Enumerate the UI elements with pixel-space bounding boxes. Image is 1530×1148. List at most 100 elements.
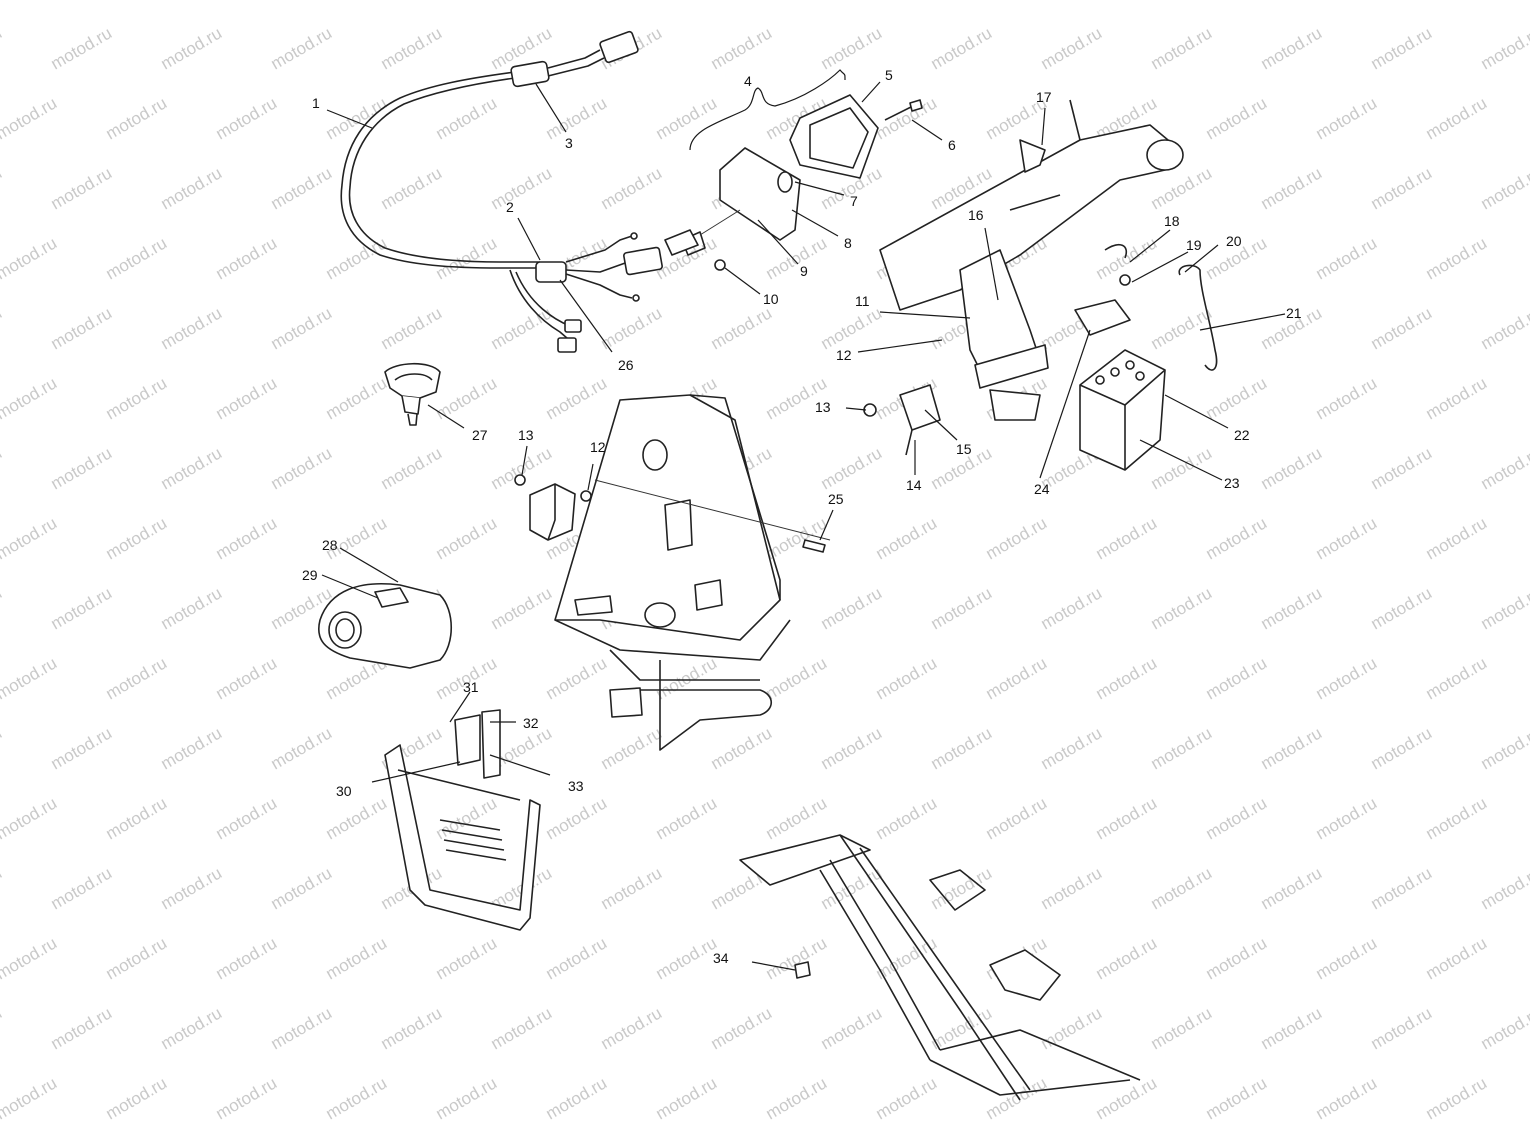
watermark-text: motod.ru: [873, 513, 941, 563]
watermark-text: motod.ru: [1203, 653, 1271, 703]
callout-9: 9: [800, 263, 808, 279]
watermark-text: motod.ru: [873, 0, 941, 3]
watermark-text: motod.ru: [1313, 1073, 1381, 1123]
callout-1: 1: [312, 95, 320, 111]
watermark-text: motod.ru: [543, 933, 611, 983]
watermark-text: motod.ru: [1368, 1003, 1436, 1053]
watermark-text: motod.ru: [1423, 793, 1491, 843]
watermark-text: motod.ru: [0, 23, 5, 73]
watermark-text: motod.ru: [1368, 863, 1436, 913]
watermark-text: motod.ru: [1478, 723, 1530, 773]
watermark-text: motod.ru: [48, 443, 116, 493]
watermark-text: motod.ru: [1203, 513, 1271, 563]
bracket-assembly: [384, 709, 541, 931]
watermark-text: motod.ru: [268, 23, 336, 73]
watermark-text: motod.ru: [1423, 513, 1491, 563]
watermark-text: motod.ru: [1313, 513, 1381, 563]
watermark-text: motod.ru: [158, 23, 226, 73]
watermark-text: motod.ru: [268, 1003, 336, 1053]
watermark-text: motod.ru: [1203, 0, 1271, 3]
watermark-text: motod.ru: [1478, 23, 1530, 73]
callout-19: 19: [1186, 237, 1202, 253]
watermark-text: motod.ru: [708, 23, 776, 73]
watermark-text: motod.ru: [708, 1143, 776, 1148]
battery: [1079, 349, 1166, 471]
watermark-text: motod.ru: [1313, 933, 1381, 983]
watermark-text: motod.ru: [1423, 373, 1491, 423]
watermark-text: motod.ru: [0, 723, 5, 773]
watermark-text: motod.ru: [983, 1073, 1051, 1123]
watermark-text: motod.ru: [48, 863, 116, 913]
watermark-text: motod.ru: [103, 0, 171, 3]
watermark-text: motod.ru: [158, 1003, 226, 1053]
starter-relay: [863, 384, 941, 456]
watermark-text: motod.ru: [818, 303, 886, 353]
watermark-text: motod.ru: [708, 1003, 776, 1053]
watermark-text: motod.ru: [983, 0, 1051, 3]
watermark-text: motod.ru: [488, 443, 556, 493]
watermark-text: motod.ru: [1093, 0, 1161, 3]
watermark-text: motod.ru: [488, 1143, 556, 1148]
callout-15: 15: [956, 441, 972, 457]
watermark-text: motod.ru: [928, 1143, 996, 1148]
watermark-text: motod.ru: [1368, 303, 1436, 353]
watermark-text: motod.ru: [488, 1003, 556, 1053]
watermark-text: motod.ru: [1313, 0, 1381, 3]
watermark-text: motod.ru: [1038, 23, 1106, 73]
watermark-text: motod.ru: [1203, 933, 1271, 983]
callout-11: 11: [855, 293, 870, 309]
watermark-text: motod.ru: [103, 93, 171, 143]
watermark-text: motod.ru: [378, 163, 446, 213]
watermark-text: motod.ru: [1038, 723, 1106, 773]
watermark-text: motod.ru: [213, 793, 281, 843]
watermark-text: motod.ru: [48, 23, 116, 73]
mounting-panel: [554, 394, 831, 751]
callout-34: 34: [713, 950, 729, 966]
watermark-text: motod.ru: [158, 163, 226, 213]
callout-13-right: 13: [815, 399, 831, 415]
watermark-text: motod.ru: [543, 1073, 611, 1123]
watermark-text: motod.ru: [1148, 1143, 1216, 1148]
watermark-text: motod.ru: [103, 233, 171, 283]
callout-8: 8: [844, 235, 852, 251]
watermark-text: motod.ru: [103, 1073, 171, 1123]
watermark-text: motod.ru: [1423, 933, 1491, 983]
watermark-text: motod.ru: [598, 863, 666, 913]
watermark-text: motod.ru: [433, 233, 501, 283]
watermark-text: motod.ru: [653, 1073, 721, 1123]
watermark-text: motod.ru: [818, 23, 886, 73]
callout-10: 10: [763, 291, 779, 307]
watermark-text: motod.ru: [1313, 373, 1381, 423]
watermark-text: motod.ru: [0, 233, 60, 283]
watermark-text: motod.ru: [378, 443, 446, 493]
watermark-text: motod.ru: [433, 933, 501, 983]
watermark-text: motod.ru: [323, 0, 391, 3]
watermark-text: motod.ru: [708, 723, 776, 773]
watermark-text: motod.ru: [818, 1003, 886, 1053]
callout-12-left: 12: [590, 439, 606, 455]
watermark-text: motod.ru: [983, 513, 1051, 563]
watermark-text: motod.ru: [763, 653, 831, 703]
watermark-text: motod.ru: [0, 163, 5, 213]
watermark-text: motod.ru: [1038, 1143, 1106, 1148]
watermark-text: motod.ru: [653, 933, 721, 983]
watermark-text: motod.ru: [103, 793, 171, 843]
watermark-text: motod.ru: [378, 23, 446, 73]
watermark-text: motod.ru: [48, 723, 116, 773]
watermark-text: motod.ru: [1423, 233, 1491, 283]
wiring-harness: [340, 30, 663, 353]
callout-26: 26: [618, 357, 634, 373]
callout-2: 2: [506, 199, 514, 215]
watermark-text: motod.ru: [763, 1073, 831, 1123]
watermark-text: motod.ru: [268, 443, 336, 493]
callout-17: 17: [1036, 89, 1052, 105]
watermark-text: motod.ru: [0, 0, 60, 3]
watermark-text: motod.ru: [983, 793, 1051, 843]
watermark-text: motod.ru: [1203, 93, 1271, 143]
watermark-text: motod.ru: [1093, 793, 1161, 843]
watermark-text: motod.ru: [323, 373, 391, 423]
watermark-text: motod.ru: [1258, 1143, 1326, 1148]
watermark-text: motod.ru: [378, 1143, 446, 1148]
leader-lines: [321, 69, 1286, 971]
